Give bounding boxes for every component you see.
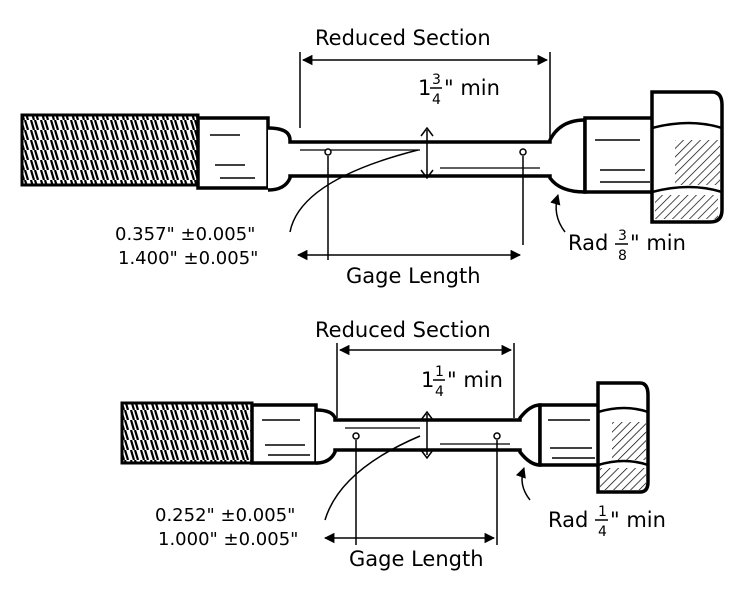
radius-num: 1 — [598, 504, 607, 520]
radius-leader — [515, 467, 531, 501]
gage-value-label: 1.400" ±0.005" — [118, 248, 258, 269]
hex-head — [650, 90, 724, 224]
radius-unit: " min — [610, 508, 666, 532]
diameter-dimension — [289, 126, 434, 233]
reduced-length-num: 3 — [432, 72, 441, 88]
radius-den: 8 — [618, 248, 627, 264]
radius-den: 4 — [598, 524, 607, 540]
reduced-length-unit: " min — [444, 76, 500, 100]
shoulder-left — [196, 116, 270, 190]
diameter-label: 0.357" ±0.005" — [115, 224, 255, 245]
reduced-section-label: Reduced Section — [315, 318, 491, 342]
shoulder-right — [583, 116, 657, 194]
specimen-1: Reduced Section 1 3 4 " min 0.357" ±0.00… — [20, 26, 724, 288]
radius-leader — [550, 193, 566, 233]
reduced-length-num: 1 — [435, 364, 444, 380]
radius-prefix: Rad — [568, 231, 608, 255]
reduced-section-dimension — [336, 343, 515, 418]
threaded-end — [120, 401, 254, 465]
reduced-length-whole: 1 — [421, 368, 434, 392]
radius-prefix: Rad — [548, 508, 588, 532]
reduced-length-whole: 1 — [418, 76, 431, 100]
diameter-label: 0.252" ±0.005" — [155, 505, 295, 526]
diameter-dimension — [324, 410, 434, 521]
gage-length-label: Gage Length — [346, 264, 481, 288]
shoulder-left — [250, 403, 318, 465]
reduced-length-unit: " min — [447, 368, 503, 392]
specimen-2: Reduced Section 1 1 4 " min 0.252" ±0.00… — [120, 318, 666, 571]
radius-num: 3 — [618, 228, 627, 244]
reduced-section-label: Reduced Section — [315, 26, 491, 50]
gage-mark-left — [352, 432, 360, 545]
threaded-end — [20, 113, 200, 187]
hex-head — [596, 381, 650, 494]
gage-mark-right — [519, 148, 527, 245]
gage-mark-left — [324, 148, 332, 260]
shoulder-right — [538, 403, 602, 467]
gage-mark-right — [493, 432, 501, 545]
reduced-length-den: 4 — [435, 384, 444, 400]
reduced-length-den: 4 — [432, 92, 441, 108]
gage-value-label: 1.000" ±0.005" — [158, 529, 298, 550]
reduced-section-dimension — [299, 52, 551, 138]
gage-length-label: Gage Length — [349, 547, 484, 571]
radius-unit: " min — [630, 231, 686, 255]
